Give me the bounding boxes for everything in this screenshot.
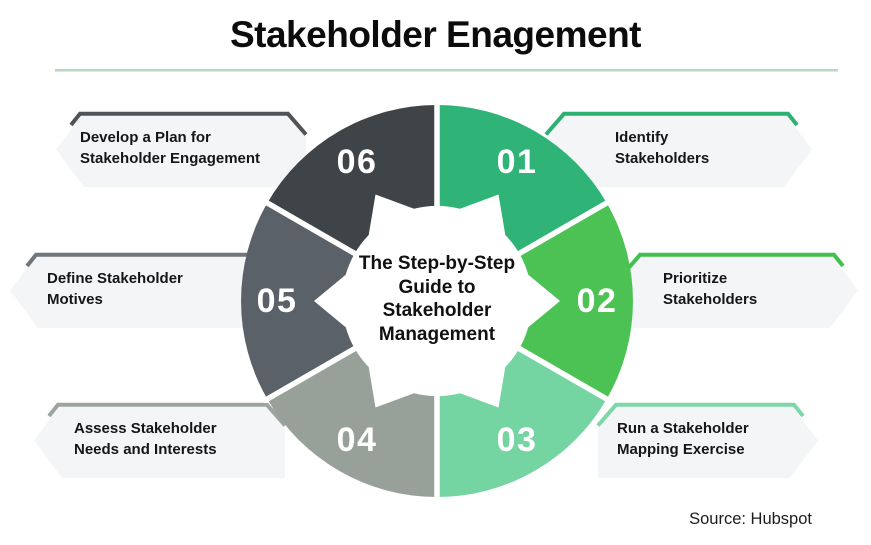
banner-border-06	[69, 111, 308, 136]
label-develop-plan: Develop a Plan for Stakeholder Engagemen…	[80, 127, 260, 169]
step-number-01: 01	[497, 143, 538, 181]
center-caption-line: Guide to	[398, 276, 476, 298]
center-caption-line: The Step-by-Step	[358, 253, 516, 274]
banner-identify-stakeholders	[546, 112, 812, 187]
banner-define-motives	[10, 253, 275, 328]
banner-border-01	[544, 111, 799, 136]
label-line: Stakeholders	[663, 291, 758, 308]
banner-develop-plan	[56, 112, 306, 187]
banner-assess-needs	[34, 403, 285, 478]
step-number-06: 06	[337, 143, 378, 181]
label-line: Develop a Plan for	[80, 129, 211, 146]
step-number-04: 04	[337, 421, 378, 459]
center-caption-line: Management	[378, 323, 496, 345]
diagram-title: Stakeholder Enagement	[229, 14, 642, 55]
label-line: Assess Stakeholder	[74, 420, 217, 437]
label-identify-stakeholders: Identify Stakeholders	[615, 127, 709, 169]
label-line: Prioritize	[663, 270, 728, 287]
step-number-03: 03	[497, 421, 538, 459]
label-line: Motives	[47, 291, 103, 308]
center-caption-line: Stakeholder	[382, 300, 492, 321]
label-line: Identify	[615, 129, 669, 146]
center-caption: The Step-by-Step Guide to Stakeholder Ma…	[327, 252, 547, 346]
step-number-05: 05	[257, 282, 298, 320]
label-line: Run a Stakeholder	[617, 420, 749, 437]
label-prioritize-stakeholders: Prioritize Stakeholders	[663, 268, 757, 310]
label-line: Needs and Interests	[74, 441, 217, 458]
banner-border-02	[620, 252, 845, 277]
title-underline	[55, 69, 838, 72]
label-mapping-exercise: Run a Stakeholder Mapping Exercise	[617, 418, 749, 460]
label-line: Stakeholder Engagement	[80, 150, 261, 167]
label-line: Define Stakeholder	[47, 270, 183, 287]
banner-prioritize-stakeholders	[622, 253, 858, 328]
label-line: Stakeholders	[615, 150, 710, 167]
banner-border-03	[596, 402, 805, 427]
label-assess-needs: Assess Stakeholder Needs and Interests	[74, 418, 217, 460]
source-credit: Source: Hubspot	[689, 510, 812, 528]
center-burst	[314, 194, 560, 408]
label-line: Mapping Exercise	[617, 441, 745, 458]
banner-border-04	[47, 402, 287, 427]
banner-mapping-exercise	[598, 403, 818, 478]
banner-border-05	[25, 252, 268, 268]
step-number-02: 02	[577, 282, 618, 320]
label-define-motives: Define Stakeholder Motives	[47, 268, 183, 310]
